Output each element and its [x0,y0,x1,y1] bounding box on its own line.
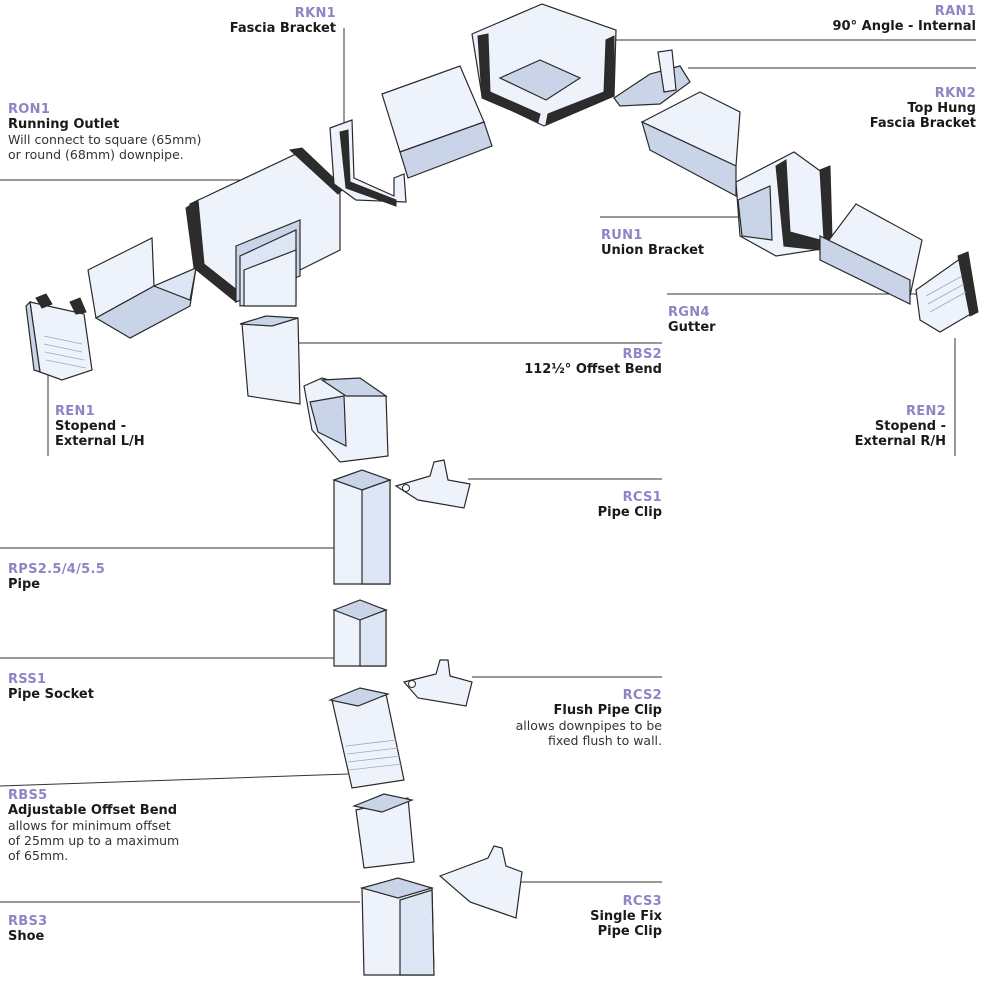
part-name-line1: Stopend - [874,419,946,434]
flush-pipe-clip-part [402,659,473,707]
part-desc-line2: or round (68mm) downpipe. [8,147,184,162]
fascia-bracket-part [329,119,407,207]
part-desc-line1: Will connect to square (65mm) [8,132,202,147]
part-name: Fascia Bracket [229,21,336,36]
offset-bend-part [239,315,389,463]
gutter-right-upper-part [640,91,741,198]
part-code: RBS3 [8,914,48,929]
part-name-line2: External R/H [854,434,946,449]
label-ran1: RAN1 90° Angle - Internal [760,4,976,34]
part-desc-line1: allows downpipes to be [515,718,662,733]
part-name: Pipe Socket [8,687,94,702]
part-desc-line2: fixed flush to wall. [547,733,662,748]
part-name-line1: Top Hung [907,101,976,116]
part-code: RKN1 [294,6,336,21]
pipe-clip-part [394,459,471,509]
gutter-upper-part [381,65,493,179]
part-name: Flush Pipe Clip [553,703,662,718]
running-outlet-part [185,147,345,307]
part-code: RCS3 [622,894,662,909]
gutter-right-part [819,203,923,305]
label-rkn1: RKN1 Fascia Bracket [200,6,336,36]
part-name-line1: Single Fix [590,909,662,924]
adjustable-bend-part [327,687,415,869]
stopend-right-part [915,251,979,333]
single-fix-clip-part [438,845,523,919]
part-code: REN1 [55,404,96,419]
union-bracket-part [735,151,833,257]
part-name: Pipe [8,577,41,592]
leader-lines [0,28,976,903]
label-rgn4: RGN4 Gutter [668,305,788,335]
label-rbs3: RBS3 Shoe [8,914,128,944]
part-name: Adjustable Offset Bend [8,803,178,818]
part-code: RAN1 [934,4,976,19]
part-name: Running Outlet [8,117,120,132]
gutter-left-part [87,237,197,339]
part-code: RON1 [8,102,51,117]
label-rbs5: RBS5 Adjustable Offset Bend allows for m… [8,788,218,863]
stopend-left-part [25,293,93,381]
part-name-line2: Pipe Clip [597,924,662,939]
part-code: REN2 [905,404,946,419]
label-rps: RPS2.5/4/5.5 Pipe [8,562,208,592]
part-desc-line1: allows for minimum offset [8,818,171,833]
top-hung-bracket-part [613,49,691,107]
label-rbs2: RBS2 112½° Offset Bend [452,347,662,377]
label-rcs3: RCS3 Single Fix Pipe Clip [540,894,662,939]
part-desc-line3: of 65mm. [8,848,69,863]
part-code: RBS2 [622,347,662,362]
shoe-part [359,877,435,976]
angle-internal-part [471,3,617,127]
part-name: Gutter [668,320,716,335]
label-ren2: REN2 Stopend - External R/H [790,404,946,449]
part-code: RCS2 [622,688,662,703]
pipe-socket-part [332,599,388,667]
part-name-line1: Stopend - [55,419,127,434]
part-code: RUN1 [601,228,643,243]
part-code: RSS1 [8,672,47,687]
part-name: Pipe Clip [597,505,662,520]
part-code: RBS5 [8,788,48,803]
part-desc-line2: of 25mm up to a maximum [8,833,180,848]
part-name: 90° Angle - Internal [832,19,976,34]
label-rcs1: RCS1 Pipe Clip [540,490,662,520]
label-rcs2: RCS2 Flush Pipe Clip allows downpipes to… [470,688,662,748]
part-code: RKN2 [934,86,976,101]
label-rss1: RSS1 Pipe Socket [8,672,168,702]
part-code: RGN4 [668,305,710,320]
part-name: 112½° Offset Bend [524,362,662,377]
label-ren1: REN1 Stopend - External L/H [55,404,195,449]
label-run1: RUN1 Union Bracket [601,228,741,258]
part-name-line2: External L/H [55,434,145,449]
pipe-part [332,469,392,585]
part-name: Union Bracket [601,243,705,258]
part-code: RPS2.5/4/5.5 [8,562,106,577]
part-code: RCS1 [622,490,662,505]
label-rkn2: RKN2 Top Hung Fascia Bracket [760,86,976,131]
part-name-line2: Fascia Bracket [869,116,976,131]
part-name: Shoe [8,929,45,944]
label-ron1: RON1 Running Outlet Will connect to squa… [8,102,248,162]
